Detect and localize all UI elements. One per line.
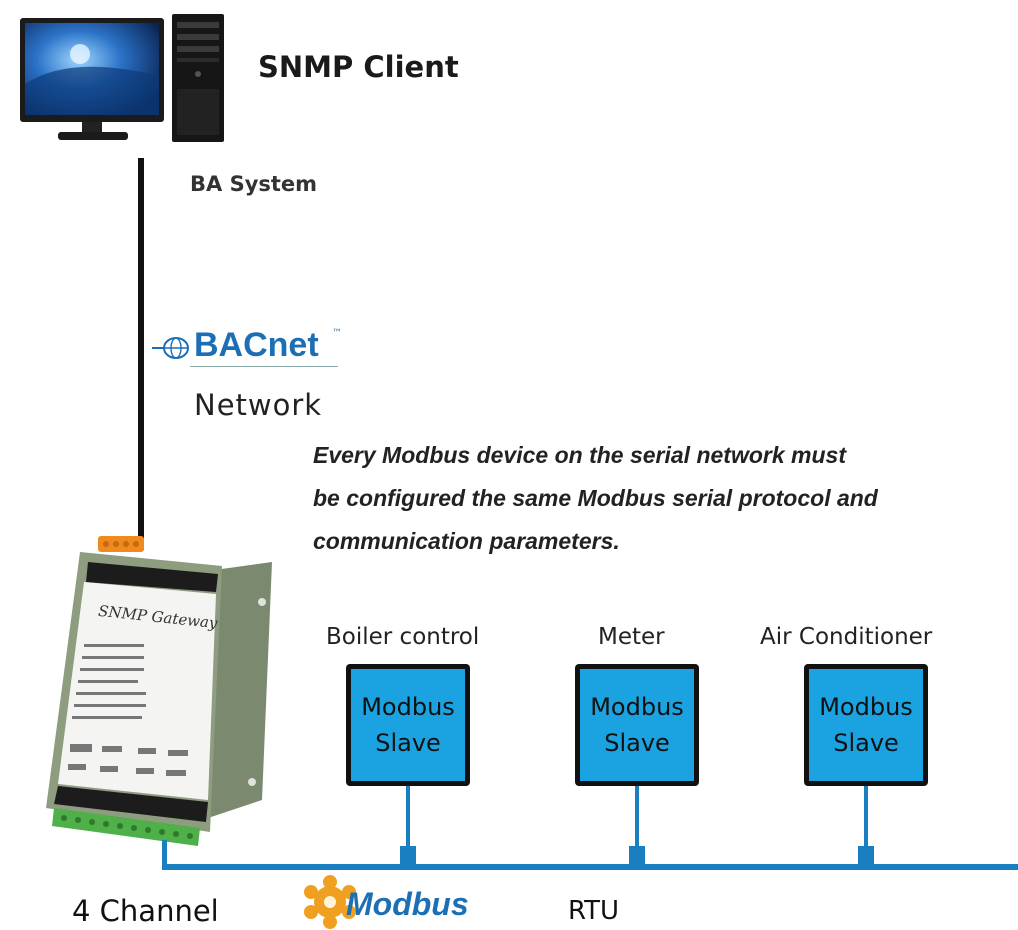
desktop-computer-icon xyxy=(20,14,224,142)
bacnet-underline xyxy=(190,366,338,367)
slave-line-slave: Slave xyxy=(604,729,670,757)
note-line: Every Modbus device on the serial networ… xyxy=(313,442,846,468)
device-label-meter: Meter xyxy=(598,624,665,650)
modbus-bus-drop-gateway xyxy=(162,840,167,870)
modbus-slave-box-boiler: Modbus Slave xyxy=(346,664,470,786)
bus-tap-meter xyxy=(629,846,645,868)
ba-system-label: BA System xyxy=(190,172,318,196)
ethernet-cable-line xyxy=(138,158,144,550)
slave-line-modbus: Modbus xyxy=(819,693,913,721)
bus-tap-air-conditioner xyxy=(858,846,874,868)
configuration-note: Every Modbus device on the serial networ… xyxy=(313,434,1013,563)
modbus-slave-box-air-conditioner: Modbus Slave xyxy=(804,664,928,786)
note-line: be configured the same Modbus serial pro… xyxy=(313,485,878,511)
rtu-label: RTU xyxy=(568,896,620,926)
note-line: communication parameters. xyxy=(313,528,620,554)
bus-drop-boiler xyxy=(406,786,410,848)
bacnet-logo-text: BACnet xyxy=(194,326,319,364)
slave-line-slave: Slave xyxy=(375,729,441,757)
computer-illustration xyxy=(20,14,230,146)
bus-drop-meter xyxy=(635,786,639,848)
gateway-hardware-icon xyxy=(46,536,272,846)
four-channel-label: 4 Channel xyxy=(72,894,219,928)
modbus-slave-box-meter: Modbus Slave xyxy=(575,664,699,786)
bacnet-trademark: ™ xyxy=(332,328,342,339)
network-label: Network xyxy=(194,388,323,422)
snmp-client-title: SNMP Client xyxy=(258,50,459,84)
modbus-logo: Modbus xyxy=(300,874,526,930)
device-label-air-conditioner: Air Conditioner xyxy=(760,624,933,650)
slave-line-modbus: Modbus xyxy=(361,693,455,721)
modbus-logo-text: Modbus xyxy=(346,886,469,922)
slave-line-modbus: Modbus xyxy=(590,693,684,721)
bus-tap-boiler xyxy=(400,846,416,868)
bacnet-globe-icon xyxy=(152,337,189,359)
modbus-rtu-bus-line xyxy=(162,864,1018,870)
bus-drop-air-conditioner xyxy=(864,786,868,848)
modbus-gear-icon xyxy=(304,875,356,929)
snmp-gateway-device: SNMP Gateway xyxy=(40,532,280,862)
slave-line-slave: Slave xyxy=(833,729,899,757)
device-label-boiler-control: Boiler control xyxy=(326,624,480,650)
